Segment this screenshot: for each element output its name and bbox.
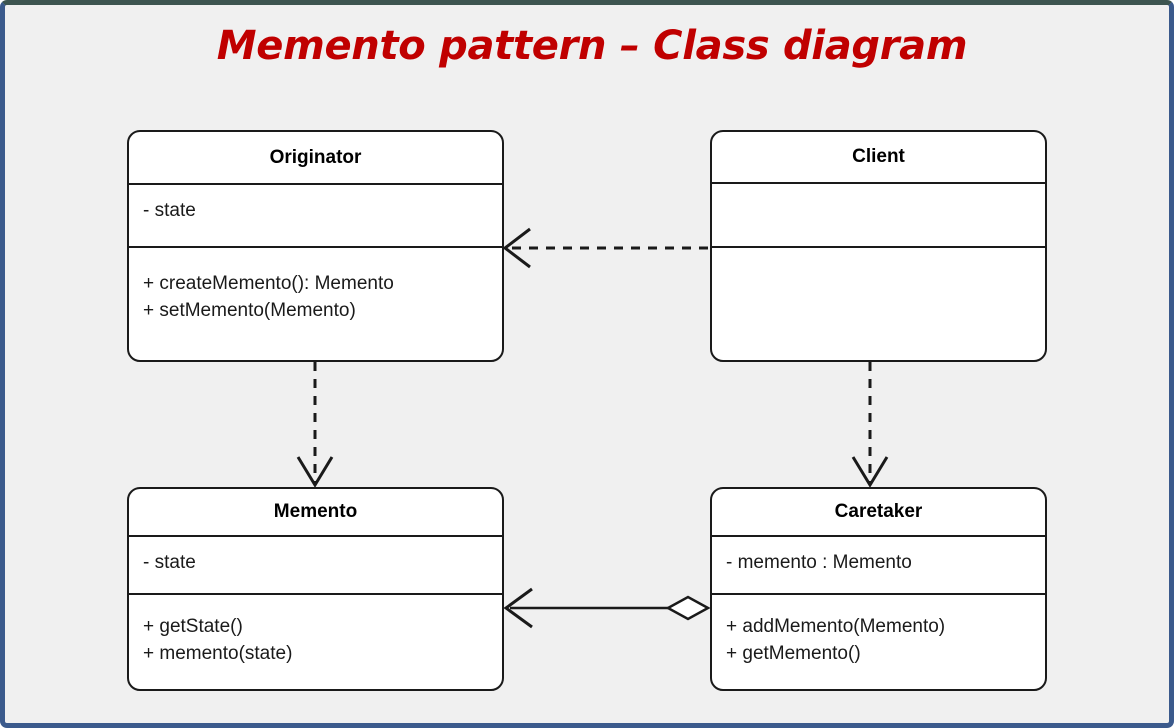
compartment-divider: [712, 535, 1045, 537]
attributes-compartment-originator: - state: [129, 185, 502, 246]
class-box-client[interactable]: Client: [710, 130, 1047, 362]
relationship-client-to-caretaker: [851, 362, 889, 488]
class-name-originator: Originator: [269, 146, 362, 168]
operations-compartment-originator: + createMemento(): Memento + setMemento(…: [129, 248, 502, 360]
compartment-divider: [129, 246, 502, 248]
class-name-memento: Memento: [273, 501, 358, 522]
operations-compartment-memento: + getState() + memento(state): [129, 595, 502, 689]
page-title: Memento pattern – Class diagram: [216, 23, 968, 69]
attribute-row: - state: [143, 200, 196, 221]
open-arrowhead-icon: [502, 227, 531, 269]
attributes-compartment-caretaker: - memento : Memento: [712, 537, 1045, 593]
open-arrowhead-icon: [503, 587, 533, 629]
operation-row: + createMemento(): Memento: [143, 273, 394, 294]
compartment-divider: [712, 182, 1045, 184]
hollow-diamond-icon: [665, 595, 711, 621]
attribute-row: - state: [143, 552, 196, 573]
operation-row: + addMemento(Memento): [726, 616, 946, 637]
class-box-originator[interactable]: Originator - state + createMemento(): Me…: [127, 130, 504, 362]
relationship-client-to-originator: [502, 227, 708, 269]
operation-row: + getState(): [143, 616, 243, 637]
open-arrowhead-icon: [851, 456, 889, 488]
class-box-caretaker[interactable]: Caretaker - memento : Memento + addMemen…: [710, 487, 1047, 691]
class-name-client: Client: [852, 146, 905, 167]
operations-compartment-caretaker: + addMemento(Memento) + getMemento(): [712, 595, 1045, 689]
compartment-divider: [712, 593, 1045, 595]
class-box-memento[interactable]: Memento - state + getState() + memento(s…: [127, 487, 504, 691]
attributes-compartment-memento: - state: [129, 537, 502, 593]
class-name-caretaker: Caretaker: [834, 501, 923, 522]
relationship-originator-to-memento: [296, 362, 334, 488]
compartment-divider: [712, 246, 1045, 248]
open-arrowhead-icon: [296, 456, 334, 488]
operation-row: + memento(state): [143, 643, 293, 664]
attributes-compartment-client: [712, 184, 1045, 246]
operation-row: + setMemento(Memento): [143, 300, 356, 321]
relationship-caretaker-to-memento: [503, 587, 711, 629]
slide-top-edge: [0, 0, 1174, 3]
compartment-divider: [129, 183, 502, 185]
operations-compartment-client: [712, 248, 1045, 360]
operation-row: + getMemento(): [726, 643, 861, 664]
compartment-divider: [129, 593, 502, 595]
attribute-row: - memento : Memento: [726, 552, 912, 573]
compartment-divider: [129, 535, 502, 537]
